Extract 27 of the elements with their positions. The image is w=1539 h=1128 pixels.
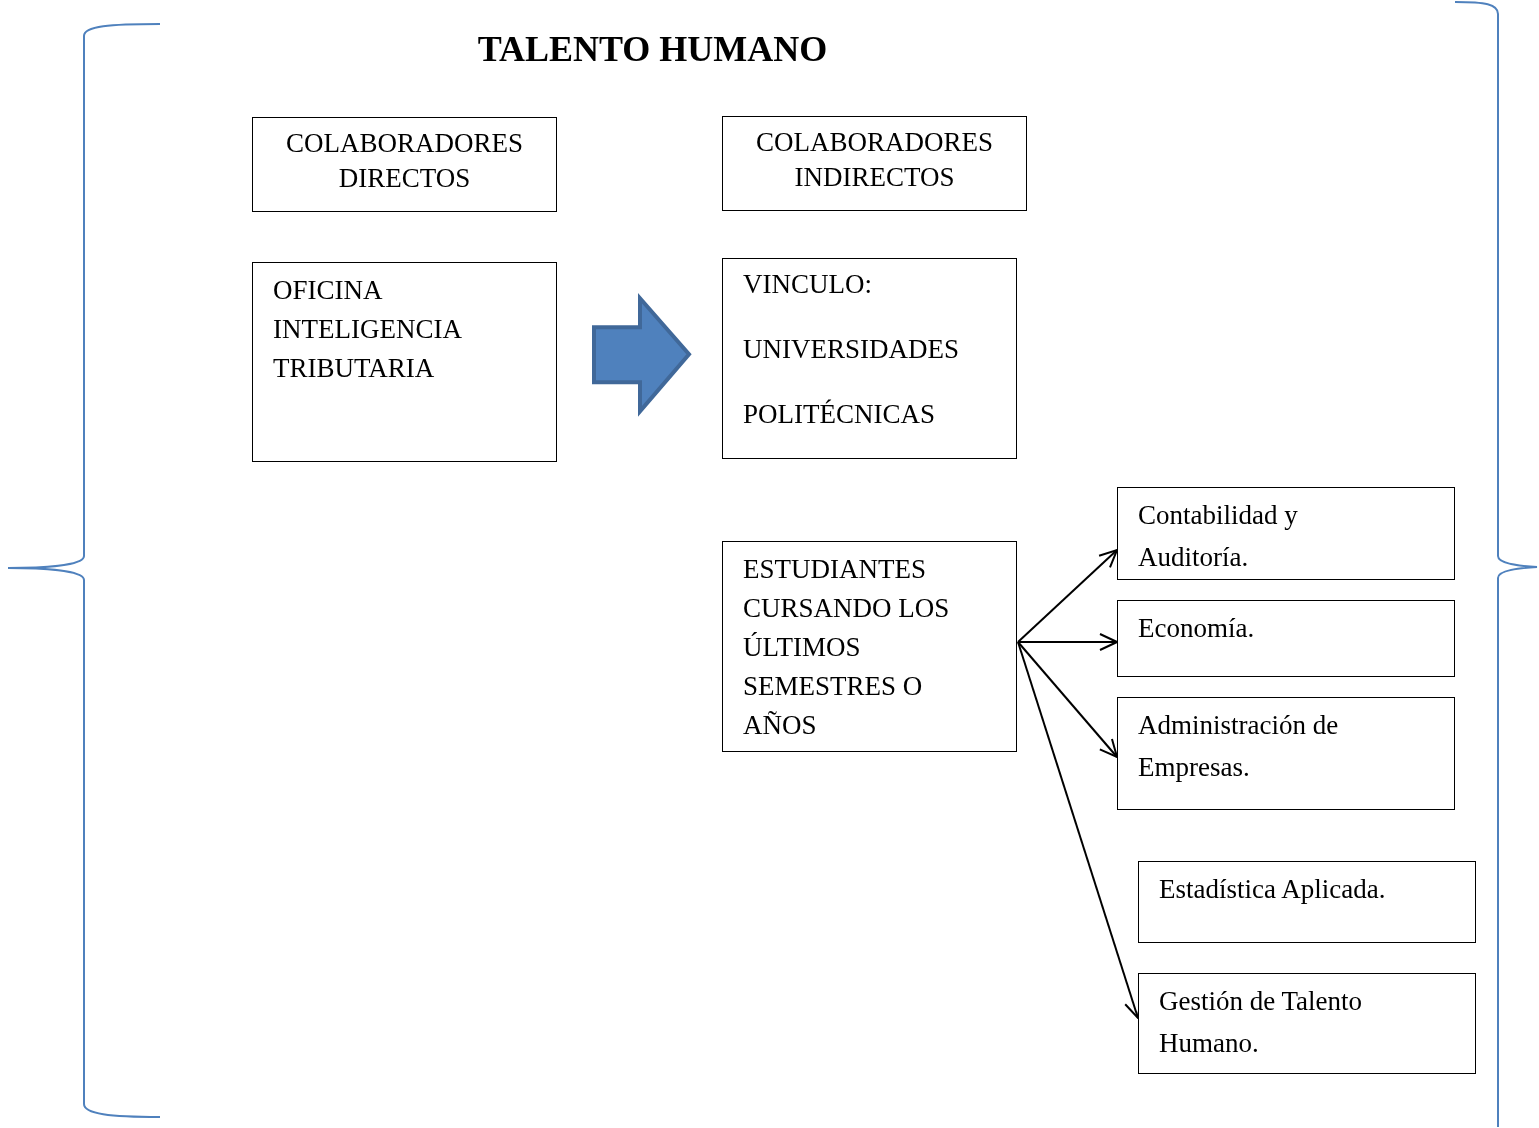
text-box — [722, 541, 1017, 752]
box-text: COLABORADORES INDIRECTOS — [755, 126, 994, 194]
diagram-title: TALENTO HUMANO — [476, 28, 829, 70]
text-box — [252, 117, 557, 212]
block-arrow — [592, 292, 692, 417]
box-text: VINCULO: — [743, 268, 873, 301]
text-box — [252, 262, 557, 462]
box-text: COLABORADORES DIRECTOS — [285, 127, 524, 195]
box-text: Contabilidad y Auditoría. — [1138, 499, 1299, 574]
box-text: Gestión de Talento Humano. — [1159, 985, 1364, 1060]
box-text: ESTUDIANTES CURSANDO LOS ÚLTIMOS SEMESTRES O AÑOS — [743, 553, 951, 742]
text-box — [1138, 973, 1476, 1074]
arrow — [1017, 633, 1118, 651]
arrow — [1017, 549, 1118, 643]
text-box — [1117, 600, 1455, 677]
text-box — [722, 116, 1027, 211]
text-box — [1117, 697, 1455, 810]
box-text: UNIVERSIDADES — [743, 333, 960, 366]
box-text: POLITÉCNICAS — [743, 398, 936, 431]
box-text: Economía. — [1138, 612, 1256, 645]
text-box — [722, 258, 1017, 459]
box-text: Administración de Empresas. — [1138, 709, 1340, 784]
arrow — [1017, 641, 1118, 758]
box-text: Estadística Aplicada. — [1159, 873, 1387, 906]
box-text: OFICINA INTELIGENCIA TRIBUTARIA — [273, 274, 462, 385]
text-box — [1138, 861, 1476, 943]
text-box — [1117, 487, 1455, 580]
